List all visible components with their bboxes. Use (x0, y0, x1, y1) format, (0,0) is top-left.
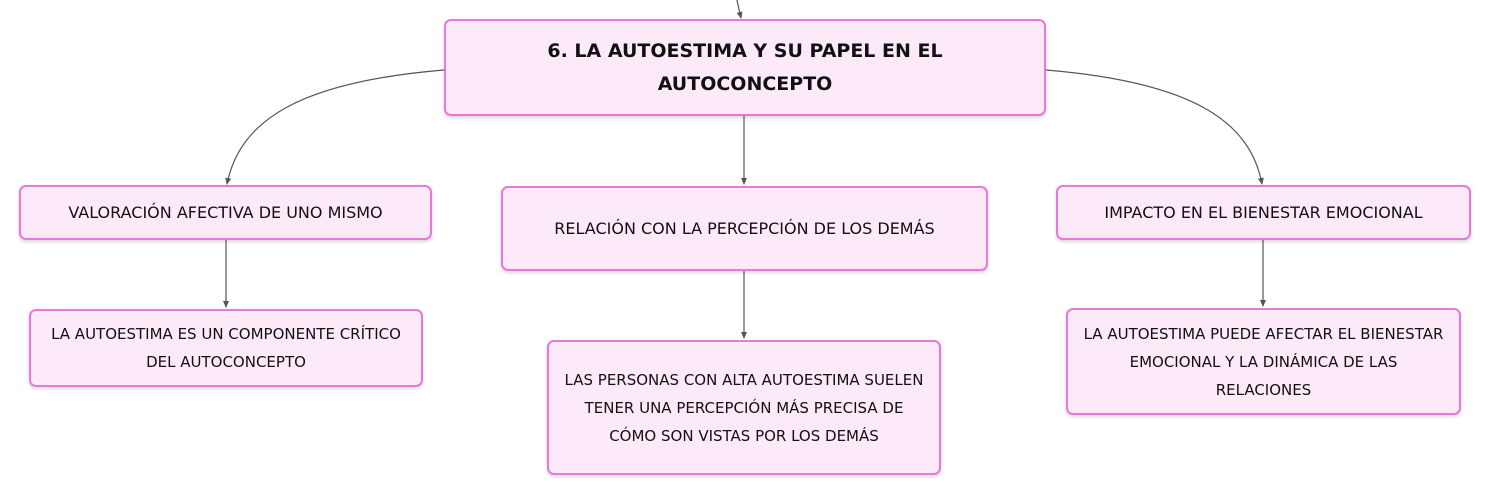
branch-label-relacion-percepcion: RELACIÓN CON LA PERCEPCIÓN DE LOS DEMÁS (554, 218, 935, 238)
connector-parent-to-root (736, 0, 743, 19)
detail-node-relacion-percepcion[interactable]: LAS PERSONAS CON ALTA AUTOESTIMA SUELEN … (547, 340, 941, 475)
branch-label-valoracion-afectiva: VALORACIÓN AFECTIVA DE UNO MISMO (68, 202, 383, 222)
branch-node-valoracion-afectiva[interactable]: VALORACIÓN AFECTIVA DE UNO MISMO (19, 185, 432, 240)
detail-node-impacto-bienestar[interactable]: LA AUTOESTIMA PUEDE AFECTAR EL BIENESTAR… (1066, 308, 1461, 415)
connector-root-to-impacto (1045, 69, 1264, 185)
branch-label-impacto-bienestar: IMPACTO EN EL BIENESTAR EMOCIONAL (1104, 202, 1423, 222)
root-topic-label: 6. LA AUTOESTIMA Y SU PAPEL EN EL AUTOCO… (547, 39, 943, 95)
detail-label-valoracion-afectiva: LA AUTOESTIMA ES UN COMPONENTE CRÍTICO D… (51, 325, 401, 371)
detail-label-impacto-bienestar: LA AUTOESTIMA PUEDE AFECTAR EL BIENESTAR… (1083, 324, 1444, 399)
detail-node-valoracion-afectiva[interactable]: LA AUTOESTIMA ES UN COMPONENTE CRÍTICO D… (29, 309, 423, 387)
detail-label-relacion-percepcion: LAS PERSONAS CON ALTA AUTOESTIMA SUELEN … (564, 370, 924, 445)
connector-root-to-valoracion (225, 69, 445, 185)
root-topic-node[interactable]: 6. LA AUTOESTIMA Y SU PAPEL EN EL AUTOCO… (444, 19, 1046, 116)
branch-node-relacion-percepcion[interactable]: RELACIÓN CON LA PERCEPCIÓN DE LOS DEMÁS (501, 186, 988, 271)
branch-node-impacto-bienestar[interactable]: IMPACTO EN EL BIENESTAR EMOCIONAL (1056, 185, 1471, 240)
